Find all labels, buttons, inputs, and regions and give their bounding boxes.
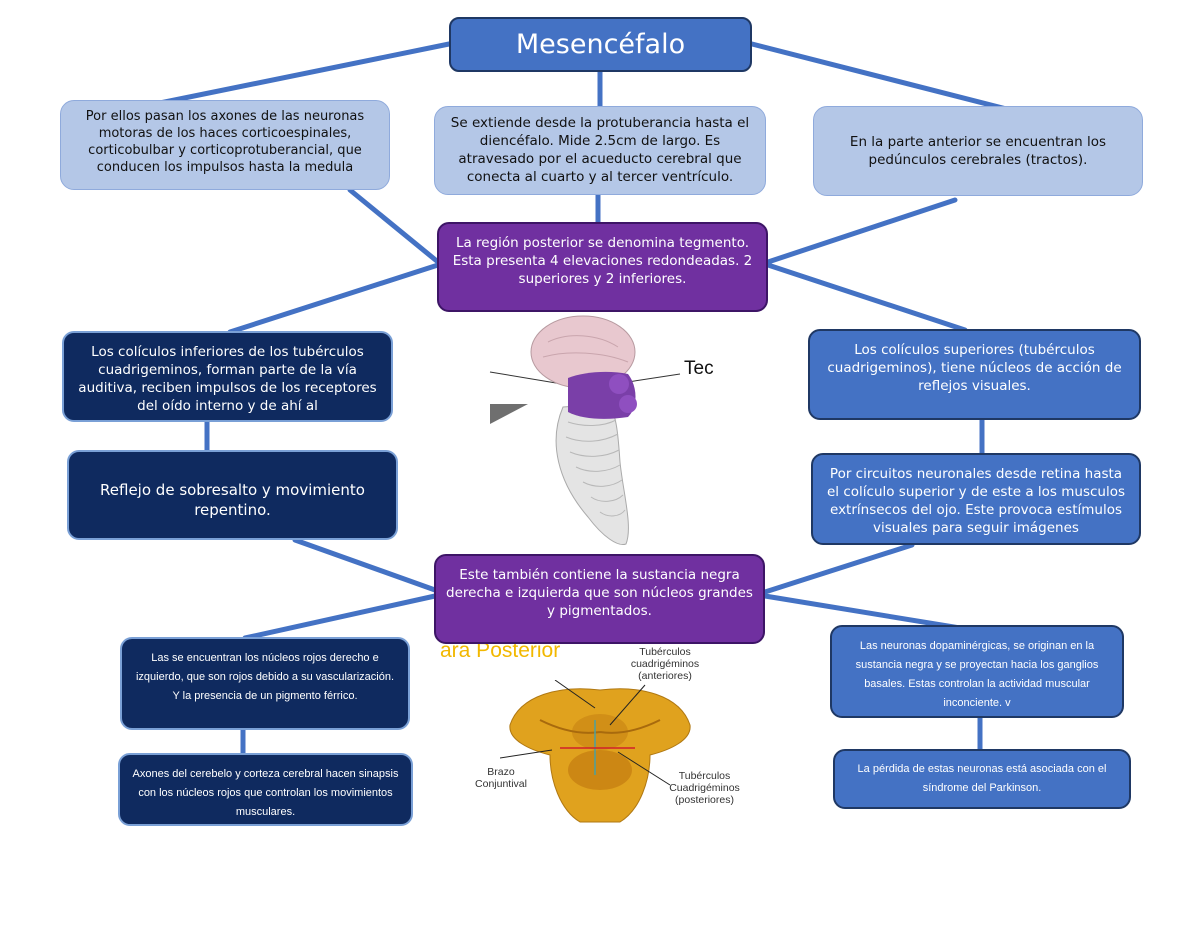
connector-circuitos-sustancia — [762, 542, 915, 595]
midbrain-posterior-illustration — [500, 680, 691, 823]
brainstem-illustration — [489, 315, 681, 546]
node-nucleos-rojos: Las se encuentran los núcleos rojos dere… — [120, 637, 410, 730]
node-parkinson: La pérdida de estas neuronas está asocia… — [833, 749, 1131, 809]
node-coliculos-inferiores: Los colículos inferiores de los tubércul… — [62, 331, 393, 422]
label-anteriores: Tubérculos cuadrigéminos (anteriores) — [630, 646, 700, 682]
inferior-colliculus — [619, 395, 637, 413]
node-axones-cerebelo: Axones del cerebelo y corteza cerebral h… — [118, 753, 413, 826]
node-reflejo: Reflejo de sobresalto y movimiento repen… — [67, 450, 398, 540]
node-extension: Se extiende desde la protuberancia hasta… — [434, 106, 766, 195]
connector-reflejo-sustancia — [292, 537, 438, 593]
connector-tegmento-super — [765, 262, 968, 333]
connector-left-tegmento — [347, 187, 441, 265]
page-title: Mesencéfalo — [515, 29, 686, 60]
title-box: Mesencéfalo — [449, 17, 752, 72]
label-posteriores: Tubérculos Cuadrigéminos (posteriores) — [669, 770, 740, 806]
node-dopaminergicas: Las neuronas dopaminérgicas, se originan… — [830, 625, 1124, 718]
node-sustancia-negra: Este también contiene la sustancia negra… — [434, 554, 765, 644]
connector-title-left — [147, 41, 452, 108]
connector-sustancia-nucleos — [242, 593, 438, 641]
brainstem-label: Tec — [684, 358, 714, 379]
node-coliculos-superiores: Los colículos superiores (tubérculos cua… — [808, 329, 1141, 420]
gray-wedge — [490, 404, 528, 424]
label-brazo-conjuntival: Brazo Conjuntival — [475, 766, 527, 790]
superior-colliculus — [609, 374, 629, 394]
section-title: ara Posterior — [440, 639, 561, 662]
connector-sustancia-dopa — [762, 593, 963, 631]
node-pedunculos: En la parte anterior se encuentran los p… — [813, 106, 1143, 196]
node-axones-motoras: Por ellos pasan los axones de las neuron… — [60, 100, 390, 190]
connector-right-tegmento — [765, 197, 958, 265]
connector-tegmento-infer — [227, 262, 441, 335]
connector-title-right — [749, 41, 1033, 118]
node-tegmento: La región posterior se denomina tegmento… — [437, 222, 768, 312]
node-circuitos: Por circuitos neuronales desde retina ha… — [811, 453, 1141, 545]
